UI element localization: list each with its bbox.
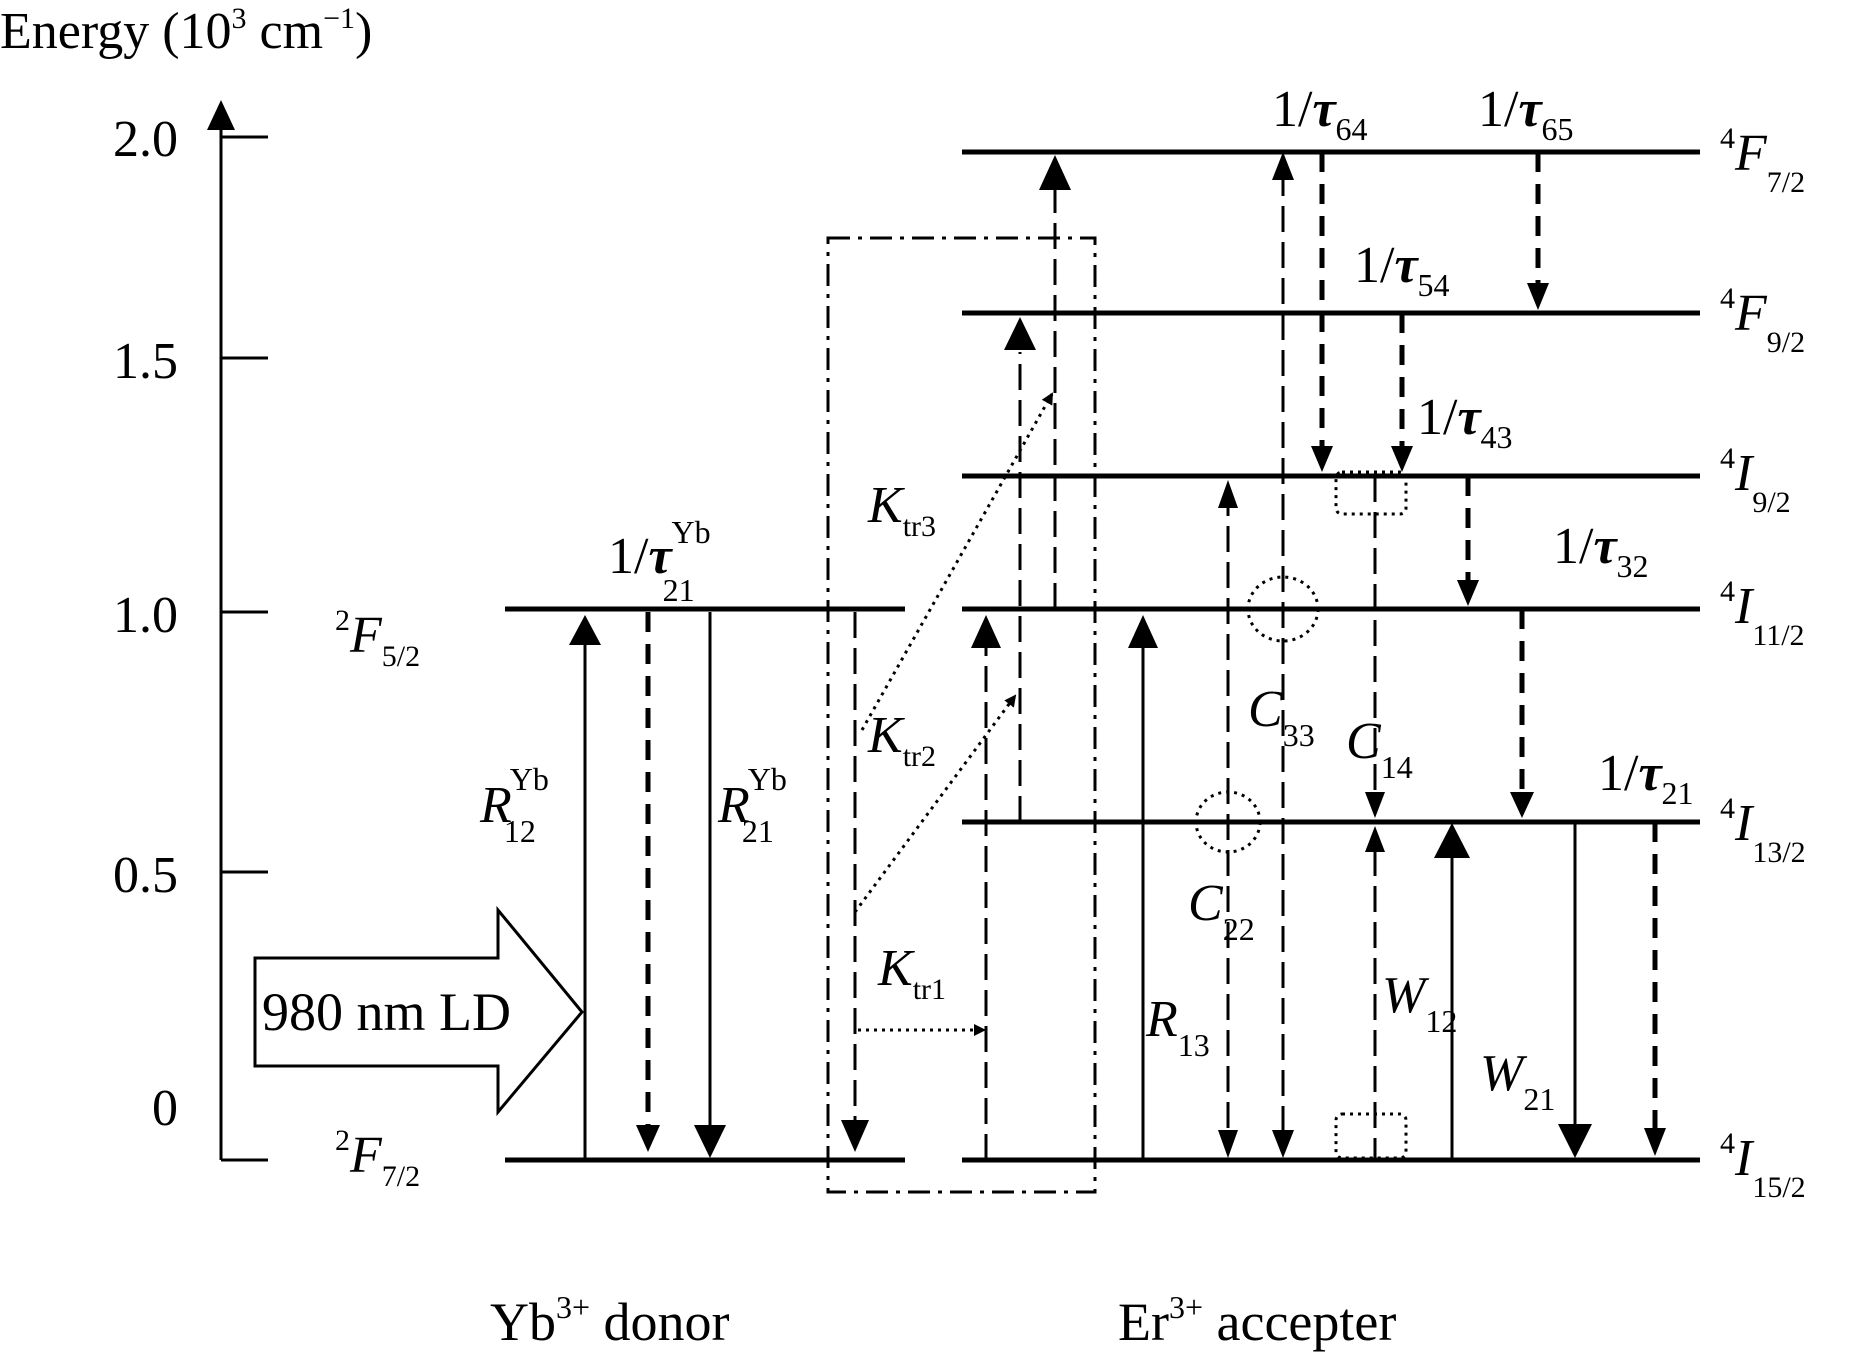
tick-label-2-0: 2.0: [113, 111, 178, 168]
er-tau65-label: 1/τ65: [1478, 81, 1574, 147]
er-c33-arrowhead-up: [1272, 152, 1294, 180]
ktr3-label: Ktr3: [867, 477, 936, 543]
er-c22-arrowhead-down: [1218, 1130, 1238, 1158]
c22-pair-marker: [1194, 790, 1262, 854]
er-tau32-arrowhead: [1510, 792, 1534, 818]
yb-level-label-upper: 2F5/2: [335, 604, 420, 673]
er-level-label-4i112: 4I11/2: [1720, 575, 1805, 652]
c33-pair-marker: [1246, 575, 1320, 643]
er-level-label-4f92: 4F9/2: [1720, 282, 1805, 359]
er-ktr1-up-arrowhead: [971, 615, 1001, 648]
ktr2-label: Ktr2: [867, 707, 936, 773]
energy-transfer: Ktr1 Ktr2 Ktr3: [853, 392, 1054, 1036]
tick-label-0-5: 0.5: [113, 847, 178, 904]
er-accepter-label: Er3+ accepter: [1118, 1289, 1396, 1352]
er-tau21-arrowhead: [1644, 1128, 1666, 1156]
er-tau32-label: 1/τ32: [1553, 518, 1649, 584]
er-level-label-4i132: 4I13/2: [1720, 792, 1806, 869]
tick-label-0: 0: [152, 1080, 178, 1137]
yb-r12-arrowhead: [569, 615, 601, 645]
er-c14-arrowhead-down: [1365, 792, 1385, 818]
er-tau64-arrowhead: [1311, 446, 1333, 472]
er-r13-arrowhead: [1128, 615, 1158, 648]
yb-donor-label: Yb3+ donor: [490, 1289, 730, 1352]
er-level-label-4i152: 4I15/2: [1720, 1127, 1806, 1204]
er-c22-label: C22: [1188, 875, 1255, 947]
yb-transfer-down-arrowhead: [841, 1120, 869, 1152]
axis-title: Energy (103 cm−1): [0, 2, 372, 60]
er-tau21-label: 1/τ21: [1598, 745, 1694, 811]
er-c14-label: C14: [1346, 713, 1413, 785]
er-tau64-label: 1/τ64: [1272, 81, 1368, 147]
er-level-label-4i92: 4I9/2: [1720, 442, 1791, 519]
yb-tau21-arrowhead: [636, 1125, 660, 1152]
transfer-box: [826, 236, 1097, 1194]
er-w21-arrowhead: [1558, 1124, 1592, 1158]
er-w21-label: W21: [1480, 1045, 1555, 1117]
er-c22-arrowhead-up: [1218, 480, 1238, 508]
pump-arrow: [253, 905, 584, 1117]
er-w12-arrowhead: [1434, 823, 1470, 858]
yb-r21-arrowhead: [694, 1125, 726, 1158]
er-c33-arrowhead-down: [1272, 1130, 1294, 1158]
c14-lower-marker: [1334, 1112, 1408, 1160]
er-r13-label: R13: [1145, 991, 1210, 1063]
er-tau54-arrowhead: [1391, 446, 1413, 472]
er-tau54-label: 1/τ54: [1354, 237, 1450, 303]
er-tau43-label: 1/τ43: [1417, 389, 1513, 455]
er-tau65-arrowhead: [1527, 283, 1549, 310]
er-accepter: 4F7/2 4F9/2 4I9/2 4I11/2 4I13/2 4I15/2 R…: [962, 81, 1806, 1352]
tick-label-1-5: 1.5: [113, 333, 178, 390]
er-c33-label: C33: [1248, 681, 1315, 753]
y-axis-arrowhead: [207, 100, 235, 130]
c14-upper-marker: [1334, 470, 1408, 516]
tick-label-1-0: 1.0: [113, 587, 178, 644]
pump-label: 980 nm LD: [262, 982, 511, 1042]
energy-axis: Energy (103 cm−1) 2.0 1.5 1.0 0.5 0: [0, 2, 372, 1162]
er-level-label-4f72: 4F7/2: [1720, 122, 1805, 199]
er-w12-label: W12: [1382, 967, 1457, 1039]
er-ktr2-up-arrowhead: [1004, 317, 1036, 350]
er-c14-arrowhead-up: [1365, 826, 1385, 852]
ktr2-transfer-arrow: [853, 694, 1017, 913]
ktr1-label: Ktr1: [877, 940, 946, 1006]
er-ktr3-up-arrowhead: [1039, 155, 1071, 190]
er-tau43-arrowhead: [1457, 580, 1479, 606]
ktr3-transfer-arrow: [860, 392, 1054, 731]
yb-level-label-lower: 2F7/2: [335, 1124, 420, 1193]
